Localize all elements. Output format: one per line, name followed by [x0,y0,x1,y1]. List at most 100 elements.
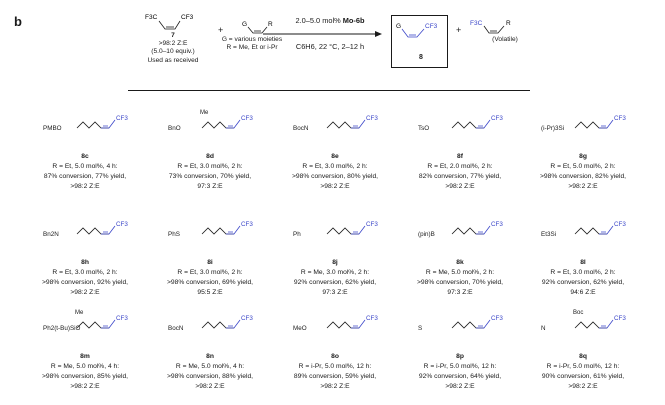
product-8h-line-2: >98% conversion, 92% yield, [41,279,129,286]
product-8c-line-3: >98:2 Z:E [70,183,100,190]
product-8q-line-2: 90% conversion, 61% yield, [541,373,625,380]
product-8f-cf3: CF3 [491,115,503,122]
product-8k-line-3: 97:3 Z:E [447,289,473,296]
product-8f-alkene [476,119,491,129]
product-8j-line-2: 92% conversion, 62% yield, [293,279,377,286]
product-8h-alkene [101,225,116,235]
reagent-cf3-left: F3C [145,14,158,21]
product-8e-chain [326,121,359,129]
product-8c-fragment: PMBO [43,125,62,132]
product-8p-cf3: CF3 [491,315,503,322]
product-8m-cf3: CF3 [116,315,128,322]
product-box [391,15,448,68]
product-8d-line-2: 73% conversion, 70% yield, [168,173,252,180]
product-8h-fragment: Bn2N [43,231,59,238]
product-8p-fragment: S [418,325,422,332]
product-8h-cf3: CF3 [116,221,128,228]
product-8o-line-1: R = i-Pr, 5.0 mol%, 12 h: [298,363,372,370]
reagent-cf3-right: CF3 [181,14,194,21]
product-8i-id: 8i [207,259,213,266]
product-8m-alkene [101,319,116,329]
product-8e-line-1: R = Et, 3.0 mol%, 2 h: [302,163,368,170]
product-8e-fragment: BocN [293,125,309,132]
product-8n-fragment: BocN [168,325,184,332]
product-8e-alkene [351,119,366,129]
product-8d-line-1: R = Et, 3.0 mol%, 2 h: [177,163,243,170]
product-8c-details: 8c R = Et, 5.0 mol%, 4 h: 87% conversion, … [23,152,147,192]
product-8d-fragment: BnO [168,125,181,132]
substrate-text: G = various moieties R = Me, Et or i-Pr [212,36,292,52]
product-8q-substituent: Boc [573,310,583,316]
product-8o-alkene [351,319,366,329]
product-8h-id: 8h [81,259,89,266]
product-8n-line-2: >98% conversion, 88% yield, [166,373,254,380]
substrate-r: R [268,21,273,28]
product-8i-cf3: CF3 [241,221,253,228]
product-8k-id: 8k [456,259,464,266]
product-8c-line-2: 87% conversion, 77% yield, [43,173,127,180]
product-8o-line-2: 89% conversion, 59% yield, [293,373,377,380]
product-8e-line-2: >98% conversion, 80% yield, [291,173,379,180]
product-8i-fragment: PhS [168,231,180,238]
product-8c-cf3: CF3 [116,115,128,122]
substrate-structure: G R [242,21,273,34]
product-8f-line-2: 82% conversion, 77% yield, [418,173,502,180]
reagent-7-text: 7 >98:2 Z:E (5.0–10 equiv.) Used as rece… [138,32,208,65]
byproduct-cf3: F3C [470,20,483,27]
product-8g-line-2: >98% conversion, 82% yield, [539,173,627,180]
substrate-line-1: G = various moieties [221,36,283,43]
product-cf3: CF3 [425,23,438,30]
product-8l-line-1: R = Et, 3.0 mol%, 2 h: [550,269,616,276]
byproduct-note: (Volatile) [492,36,518,43]
product-8h-chain [76,227,109,235]
product-8j-chain [326,227,359,235]
product-8p-chain [451,321,484,329]
product-8c-id: 8c [81,153,89,160]
product-8o-fragment: MeO [293,325,307,332]
product-id: 8 [419,54,423,61]
product-8e-line-3: >98:2 Z:E [320,183,350,190]
product-8n-alkene [226,319,241,329]
product-8i-chain [201,227,234,235]
plus-sign: + [218,25,224,35]
product-8p-line-2: 92% conversion, 64% yield, [418,373,502,380]
product-8p-id: 8p [456,353,464,360]
product-8h-line-3: >98:2 Z:E [70,289,100,296]
product-8k-line-1: R = Me, 5.0 mol%, 2 h: [425,269,495,276]
conditions-solvent: C6H6, 22 °C, 2–12 h [295,42,365,51]
product-8q-chain [574,321,607,329]
product-8o-line-3: >98:2 Z:E [320,383,350,390]
product-8c-chain [76,121,109,129]
product-8o-chain [326,321,359,329]
product-8c-alkene [101,119,116,129]
product-8d-line-3: 97:3 Z:E [197,183,223,190]
product-8c-line-1: R = Et, 5.0 mol%, 4 h: [52,163,118,170]
product-8g-chain [574,121,607,129]
substrate-g: G [242,21,247,28]
product-8g-alkene [599,119,614,129]
product-8p-structure: S CF3 [418,315,503,332]
product-8k-fragment: (pin)B [418,231,435,238]
product-8i-alkene [226,225,241,235]
product-8m-substituent: Me [75,310,84,316]
product-8c-structure: PMBO CF3 [43,115,128,132]
byproduct-r: R [506,20,511,27]
product-8n-id: 8n [206,353,214,360]
reagent-id: 7 [171,32,175,39]
product-8q-cf3: CF3 [614,315,626,322]
